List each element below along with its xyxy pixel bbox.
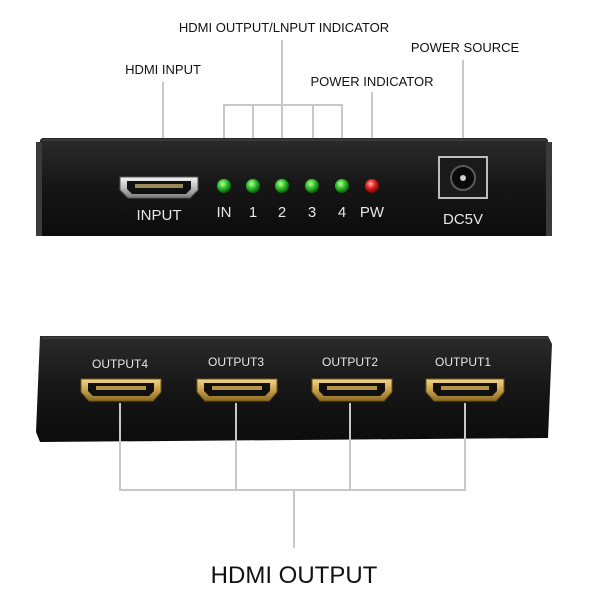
led-label: 4: [338, 204, 346, 221]
front-panel: INPUT IN 1 2 3 4 PW DC5V: [36, 138, 552, 236]
hdmi-output-port-2: [311, 378, 393, 402]
led-label: 1: [249, 204, 257, 221]
led-indicators: [217, 179, 379, 193]
hdmi-input-port: [119, 176, 199, 199]
rear-panel-body: [36, 336, 552, 442]
led-pw: [365, 179, 379, 193]
output-port-label: OUTPUT2: [322, 355, 378, 369]
callout-indicator: HDMI OUTPUT/LNPUT INDICATOR: [179, 20, 389, 35]
led-labels: IN 1 2 3 4 PW: [217, 204, 385, 221]
dc-power-jack: [438, 156, 488, 199]
hdmi-output-port-4: [80, 378, 162, 402]
hdmi-output-port-1: [425, 378, 505, 402]
callout-hdmi-output: HDMI OUTPUT: [211, 562, 378, 589]
power-jack-label: DC5V: [443, 211, 483, 228]
output-port-label: OUTPUT1: [435, 355, 491, 369]
led-2: [275, 179, 289, 193]
rear-panel: OUTPUT4 OUTPUT3 OUTPUT2 OUTPUT1: [36, 336, 552, 442]
led-label: 2: [278, 204, 286, 221]
callout-hdmi-input: HDMI INPUT: [125, 62, 201, 77]
led-in: [217, 179, 231, 193]
input-port-label: INPUT: [137, 207, 182, 224]
callout-power-source: POWER SOURCE: [411, 40, 520, 55]
led-4: [335, 179, 349, 193]
led-label: IN: [217, 204, 232, 221]
led-1: [246, 179, 260, 193]
output-port-label: OUTPUT4: [92, 357, 148, 371]
led-3: [305, 179, 319, 193]
hdmi-output-port-3: [196, 378, 278, 402]
front-panel-body: [40, 138, 548, 236]
led-label: PW: [360, 204, 385, 221]
callout-power-indicator: POWER INDICATOR: [310, 74, 433, 89]
led-label: 3: [308, 204, 316, 221]
output-port-label: OUTPUT3: [208, 355, 264, 369]
callout-lines-bottom: [119, 403, 466, 548]
